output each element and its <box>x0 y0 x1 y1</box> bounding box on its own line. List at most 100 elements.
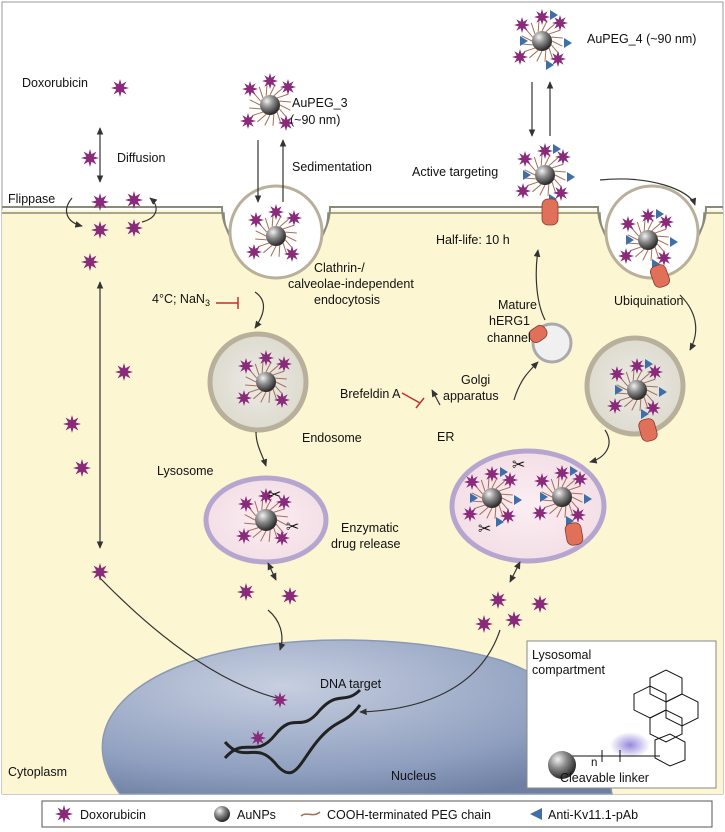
legend-peg: COOH-terminated PEG chain <box>327 808 491 822</box>
doxorubicin-molecule <box>125 191 143 209</box>
label-golgi-1: Golgi <box>461 373 490 387</box>
doxorubicin-molecule <box>272 692 288 708</box>
herg1-channel <box>638 418 658 442</box>
herg1-channel <box>564 522 584 546</box>
label-brefeldin: Brefeldin A <box>340 387 401 401</box>
label-aupeg4: AuPEG_4 (~90 nm) <box>587 32 696 46</box>
doxorubicin-molecule <box>281 587 299 605</box>
doxorubicin-molecule <box>111 79 129 97</box>
doxorubicin-molecule <box>484 466 500 482</box>
label-sedimentation: Sedimentation <box>292 160 372 174</box>
label-clathrin-3: endocytosis <box>314 293 380 307</box>
doxorubicin-molecule <box>274 392 290 408</box>
label-aupeg3: AuPEG_3 <box>292 96 348 110</box>
doxorubicin-molecule <box>81 149 99 167</box>
herg1-channel <box>528 325 548 343</box>
legend-antibody: Anti-Kv11.1-pAb <box>548 808 638 822</box>
gold-nanoparticle <box>471 477 513 519</box>
scissors-icon: ✂ <box>286 517 299 536</box>
antibody-marker <box>546 60 554 70</box>
doxorubicin-molecule <box>73 459 91 477</box>
arrows <box>65 81 697 716</box>
legend-peg-icon <box>300 811 321 817</box>
legend-aunp-icon <box>214 806 230 822</box>
antibody-marker <box>641 409 649 419</box>
label-ubiquination: Ubiquination <box>614 294 684 308</box>
doxorubicin-molecule <box>240 113 256 129</box>
doxorubicin-molecule <box>572 471 588 487</box>
doxorubicin-molecule <box>500 508 516 524</box>
label-er: ER <box>437 430 454 444</box>
particles-layer: ✂✂✂✂ <box>63 9 678 746</box>
doxorubicin-molecule <box>658 214 674 230</box>
doxorubicin-molecule <box>515 183 531 199</box>
doxorubicin-molecule <box>534 9 550 25</box>
doxorubicin-molecule <box>502 472 518 488</box>
doxorubicin-molecule <box>63 415 81 433</box>
antibody-marker <box>470 493 478 503</box>
doxorubicin-molecule <box>236 390 252 406</box>
inhibitor-marks <box>216 297 425 409</box>
doxorubicin-molecule <box>464 474 480 490</box>
label-dna-target: DNA target <box>320 677 382 691</box>
chem-aunp <box>548 751 576 779</box>
antibody-marker <box>566 516 574 526</box>
gold-nanoparticle <box>627 219 669 261</box>
gold-nanoparticle <box>249 84 291 126</box>
doxorubicin-molecule <box>91 563 109 581</box>
doxorubicin-molecule <box>278 115 294 131</box>
doxorubicin-molecule <box>555 149 571 165</box>
label-aupeg3-size: (~90 nm) <box>290 113 340 127</box>
gold-nanoparticle <box>541 476 583 518</box>
doxorubicin-molecule <box>250 730 266 746</box>
doxorubicin-molecule <box>570 507 586 523</box>
label-active-targeting: Active targeting <box>412 165 498 179</box>
doxorubicin-molecule <box>238 358 254 374</box>
doxorubicin-molecule <box>537 143 553 159</box>
doxorubicin-molecule <box>115 363 133 381</box>
doxorubicin-molecule <box>276 494 292 510</box>
doxorubicin-molecule <box>647 364 663 380</box>
antibody-marker <box>523 170 531 180</box>
doxorubicin-molecule <box>640 208 656 224</box>
scissors-icon: ✂ <box>512 455 525 474</box>
antibody-marker <box>626 235 634 245</box>
doxorubicin-molecule <box>237 583 255 601</box>
doxorubicin-molecule <box>514 17 530 33</box>
label-mature-3: channel <box>487 331 531 345</box>
gold-nanoparticle <box>244 498 288 542</box>
legend-aunps: AuNPs <box>237 808 276 822</box>
antibody-marker <box>514 495 522 505</box>
dna-target-helix <box>223 688 362 775</box>
chem-n: n <box>591 757 597 769</box>
gold-nanoparticle <box>616 369 658 411</box>
antibody-marker <box>520 36 528 46</box>
label-half-life: Half-life: 10 h <box>436 233 510 247</box>
gold-nanoparticle <box>245 361 287 403</box>
label-endosome: Endosome <box>302 431 362 445</box>
antibody-marker <box>584 494 592 504</box>
antibody-marker <box>670 237 678 247</box>
doxorubicin-molecule <box>656 250 672 266</box>
label-enzymatic-2: drug release <box>331 537 401 551</box>
antibody-marker <box>540 492 548 502</box>
doxorubicin-molecule <box>629 358 645 374</box>
doxorubicin-molecule <box>238 496 254 512</box>
doxorubicin-molecule <box>125 219 143 237</box>
label-clathrin-2: calveolae-independent <box>288 277 414 291</box>
gold-nanoparticle <box>255 215 297 257</box>
doxorubicin-molecule <box>246 244 262 260</box>
label-nucleus: Nucleus <box>391 769 436 783</box>
legend-doxorubicin: Doxorubicin <box>80 808 146 822</box>
doxorubicin-molecule <box>286 210 302 226</box>
doxorubicin-molecule <box>81 253 99 271</box>
doxorubicin-molecule <box>258 350 274 366</box>
doxorubicin-molecule <box>258 488 274 504</box>
doxorubicin-molecule <box>512 49 528 65</box>
label-cleavable-linker: Cleavable linker <box>560 771 649 785</box>
label-doxorubicin: Doxorubicin <box>22 76 88 90</box>
label-golgi-2: apparatus <box>443 389 499 403</box>
doxorubicin-molecule <box>618 248 634 264</box>
doxorubicin-molecule <box>620 216 636 232</box>
